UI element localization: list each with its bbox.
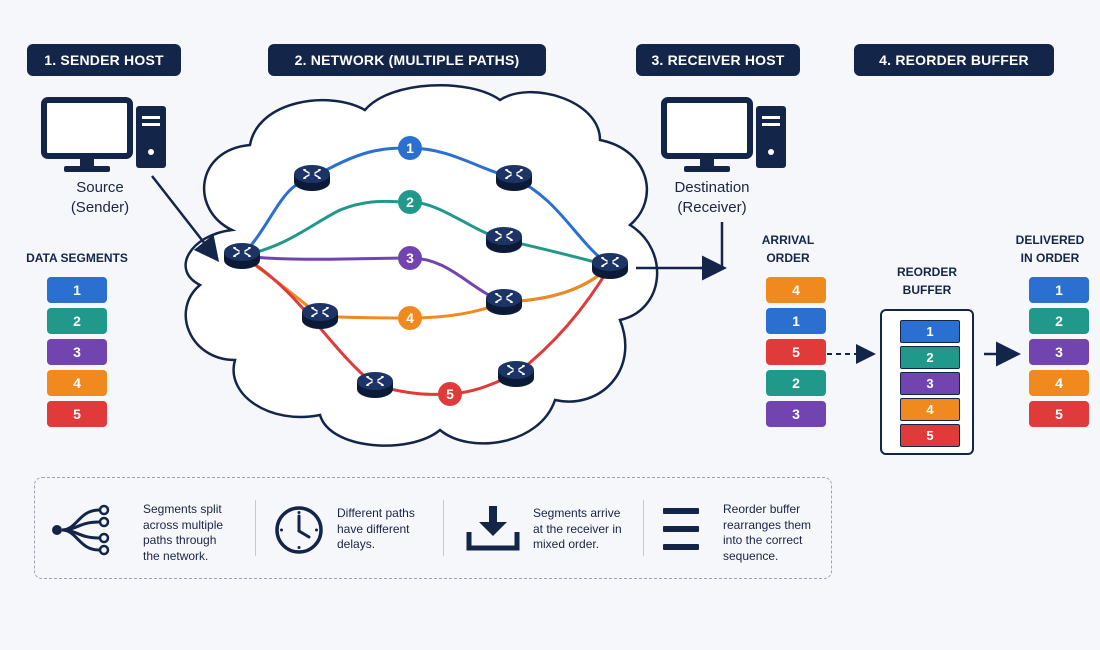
arrival-segment-4: 4 <box>766 277 826 303</box>
router-icon <box>357 372 393 398</box>
buffer-slot-4: 4 <box>900 398 960 421</box>
router-icon <box>498 361 534 387</box>
sender-caption: Source(Sender) <box>70 179 130 216</box>
legend-divider <box>643 500 644 556</box>
legend-divider <box>255 500 256 556</box>
router-icon <box>302 303 338 329</box>
router-icon <box>486 227 522 253</box>
clock-icon <box>275 506 323 554</box>
buffer-slot-3: 3 <box>900 372 960 395</box>
data-segment-2: 2 <box>47 308 107 334</box>
router-icon <box>496 165 532 191</box>
router-icon <box>294 165 330 191</box>
path-marker-5: 5 <box>438 382 462 406</box>
path-marker-label: 3 <box>406 250 414 266</box>
path-marker-4: 4 <box>398 306 422 330</box>
path-marker-label: 2 <box>406 194 414 210</box>
arrival-segment-2: 2 <box>766 370 826 396</box>
reorder-buffer-box: 1 2 3 4 5 <box>880 309 974 455</box>
branch-split-icon <box>52 504 110 556</box>
path-marker-label: 4 <box>406 310 414 326</box>
delivered-segment-5: 5 <box>1029 401 1089 427</box>
buffer-slot-1: 1 <box>900 320 960 343</box>
delivered-segment-2: 2 <box>1029 308 1089 334</box>
arrival-segment-1: 1 <box>766 308 826 334</box>
download-tray-icon <box>466 506 520 551</box>
stage-label-receiver: 3. RECEIVER HOST <box>636 44 800 76</box>
data-segment-5: 5 <box>47 401 107 427</box>
arrival-segment-5: 5 <box>766 339 826 365</box>
data-segment-4: 4 <box>47 370 107 396</box>
stage-label-sender: 1. SENDER HOST <box>27 44 181 76</box>
receiver-computer-icon <box>661 97 786 172</box>
delivered-segment-3: 3 <box>1029 339 1089 365</box>
legend-divider <box>443 500 444 556</box>
menu-lines-icon <box>663 508 699 550</box>
sender-arrow <box>151 175 220 262</box>
stage-label-network: 2. NETWORK (MULTIPLE PATHS) <box>268 44 546 76</box>
data-segment-1: 1 <box>47 277 107 303</box>
path-marker-label: 5 <box>446 386 454 402</box>
buffer-slot-2: 2 <box>900 346 960 369</box>
sender-computer-icon <box>41 97 166 172</box>
router-icon <box>486 289 522 315</box>
router-icon <box>592 253 628 279</box>
delivered-segment-1: 1 <box>1029 277 1089 303</box>
path-marker-1: 1 <box>398 136 422 160</box>
data-segments-title: DATA SEGMENTS <box>26 251 128 265</box>
path-marker-2: 2 <box>398 190 422 214</box>
delivered-segment-4: 4 <box>1029 370 1089 396</box>
stage-label-buffer: 4. REORDER BUFFER <box>854 44 1054 76</box>
path-marker-label: 1 <box>406 140 414 156</box>
path-marker-3: 3 <box>398 246 422 270</box>
router-icon <box>224 243 260 269</box>
arrival-segment-3: 3 <box>766 401 826 427</box>
data-segment-3: 3 <box>47 339 107 365</box>
receiver-caption: Destination(Receiver) <box>674 179 750 216</box>
buffer-slot-5: 5 <box>900 424 960 447</box>
